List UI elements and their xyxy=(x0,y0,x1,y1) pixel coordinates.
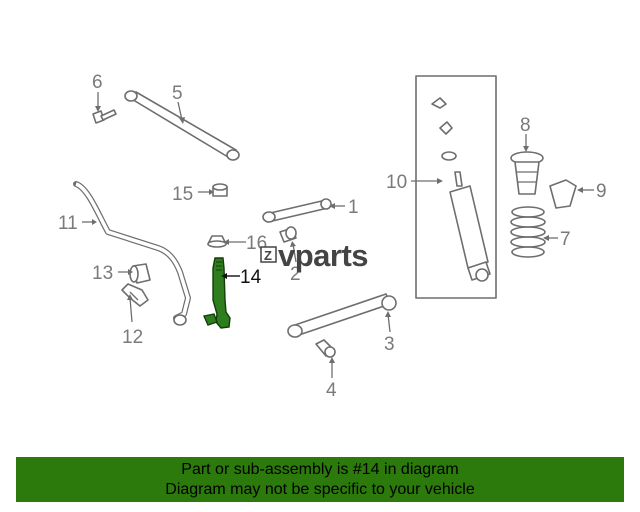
leader-lines xyxy=(82,92,594,378)
callout-13: 13 xyxy=(92,263,113,284)
callout-4: 4 xyxy=(326,380,337,401)
callout-11: 11 xyxy=(58,213,78,234)
part-9-spring-seat xyxy=(549,179,577,209)
vparts-logo: Z vparts xyxy=(260,238,369,273)
callout-12: 12 xyxy=(122,327,143,348)
callout-1: 1 xyxy=(348,197,359,218)
callout-5: 5 xyxy=(172,83,183,104)
banner-line-1: Part or sub-assembly is #14 in diagram xyxy=(181,461,459,478)
callout-8: 8 xyxy=(520,115,531,136)
part-1-lateral-link xyxy=(262,198,332,223)
banner-line-2: Diagram may not be specific to your vehi… xyxy=(165,481,475,498)
part-16-nut xyxy=(207,235,227,248)
part-15-bushing xyxy=(212,183,228,197)
part-4-bolt xyxy=(315,339,336,358)
callout-15: 15 xyxy=(172,184,193,205)
callout-14: 14 xyxy=(240,267,262,288)
callout-3: 3 xyxy=(384,334,395,355)
part-3-lower-arm xyxy=(287,293,397,338)
part-13-bushing xyxy=(129,263,151,284)
part-12-bracket xyxy=(121,283,149,307)
logo-mark: Z xyxy=(264,248,272,263)
callout-7: 7 xyxy=(560,229,571,250)
part-7-coil-spring xyxy=(510,206,546,258)
callout-10: 10 xyxy=(386,172,407,193)
logo-text: vparts xyxy=(278,238,368,273)
callout-2: 2 xyxy=(290,264,301,285)
part-8-bump-stop xyxy=(510,151,544,195)
part-2-bolt xyxy=(279,226,297,243)
callout-9: 9 xyxy=(596,181,607,202)
part-6-bolt xyxy=(92,109,117,124)
part-5-control-arm xyxy=(124,90,240,161)
part-11-stabilizer-bar xyxy=(73,181,191,326)
callout-6: 6 xyxy=(92,72,103,93)
part-10-shock-absorber xyxy=(415,75,497,299)
info-banner: Part or sub-assembly is #14 in diagram D… xyxy=(16,457,624,502)
part-14-stabilizer-link xyxy=(203,257,231,329)
